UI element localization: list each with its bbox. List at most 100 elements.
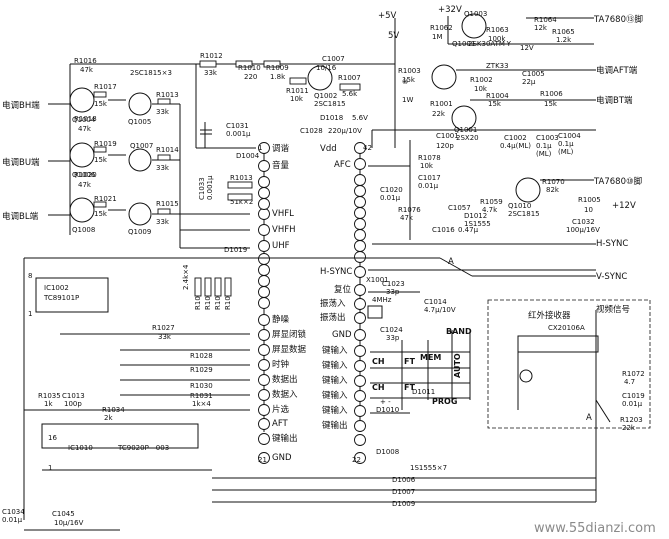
ic-left-pin-vhfl: VHFL (272, 209, 294, 219)
ic-right-pin (354, 240, 366, 252)
key-plus-minus: + - (380, 398, 391, 406)
r1035-label: R1035 (38, 392, 61, 400)
key-auto: AUTO (453, 353, 462, 378)
c1004-label: C1004 (558, 132, 581, 140)
d1010-label: D1010 (376, 406, 399, 414)
c1003-ml: (ML) (536, 150, 552, 158)
ic-right-labels: Vdd 42 AFC H-SYNC 复位 振荡入 振荡出 GND 键输入 键输入… (320, 144, 372, 464)
r1014-label: R1014 (156, 146, 179, 154)
r1013a-value: 33k (156, 108, 170, 116)
c1020-value: 0.01μ (380, 194, 401, 202)
key-mem: MEM (420, 353, 441, 362)
r1007-label: R1007 (338, 74, 361, 82)
oscillator-section: X1001 C1023 33p 4MHz C1014 4.7μ/10V C102… (366, 276, 456, 342)
ic-left-pin-2 (258, 160, 270, 172)
xtal-freq: 4MHz (372, 296, 392, 304)
ic-left-pin-14 (258, 433, 270, 445)
r1013a-label: R1013 (156, 91, 179, 99)
r1065-value: 1.2k (556, 36, 572, 44)
ic-left-pin-9 (258, 359, 270, 371)
c1024-value: 33p (386, 334, 400, 342)
c1002-value: 0.4μ(ML) (500, 142, 531, 150)
q1001b-type: 2SX20 (456, 134, 479, 142)
ic-left-pin (258, 176, 270, 188)
ic-left-pin (258, 297, 270, 309)
ic-right-pin-gnd: GND (332, 330, 352, 340)
key-ft-1: FT (404, 357, 415, 366)
r1009-value: 1.8k (270, 73, 286, 81)
supply-12v-top: 12V (520, 44, 534, 52)
r1010-value: 220 (244, 73, 257, 81)
ic-left-pin (258, 187, 270, 199)
ic-right-pin (354, 207, 366, 219)
c1045-value: 10μ/16V (54, 519, 84, 527)
c1002-label: C1002 (504, 134, 527, 142)
tuning-section: R1012 33k R1010 220 R1009 1.8k R1011 10k… (195, 11, 413, 206)
r1001-label: R1001 (430, 100, 453, 108)
ic-left-pin-8 (258, 344, 270, 356)
ic-right-pin-4 (354, 284, 366, 296)
r1012-value: 33k (204, 69, 218, 77)
node-a-top: A (448, 257, 454, 267)
ic1002-name: IC1002 (44, 284, 69, 292)
ic-right-pin-key-out: 键输出 (322, 420, 348, 431)
ic-left-pin-13 (258, 418, 270, 430)
c1019-label: C1019 (622, 392, 645, 400)
ic-right-pin-osc-in: 振荡入 (320, 298, 346, 309)
aft-terminal-label: 电调AFT端 (596, 65, 638, 76)
r1203-label: R1203 (620, 416, 643, 424)
ic-left-pin (258, 253, 270, 265)
ic-right-pin-key-in-2: 键输入 (322, 360, 348, 371)
r1062-value: 1M (432, 33, 443, 41)
c1028-value: 220μ/10V (328, 127, 362, 135)
x1001-label: X1001 (366, 276, 389, 284)
r1010-label: R1010 (238, 64, 261, 72)
io-1w: 1W (402, 96, 413, 104)
c1001-label: C1001 (436, 132, 459, 140)
ic-left-pin-1 (258, 142, 270, 154)
c1003-label: C1003 (536, 134, 559, 142)
c1045-label: C1045 (52, 510, 75, 518)
r1059-value: 4.7k (482, 206, 498, 214)
d1011-label: D1011 (412, 388, 435, 396)
r1031-value: 1k×4 (192, 400, 211, 408)
r1019-value: 15k (94, 156, 108, 164)
ta7680-10-label: TA7680⑩脚 (593, 176, 642, 187)
r1027-value: 33k (158, 333, 172, 341)
c1013-value: 100p (64, 400, 82, 408)
ic-right-pin-reset: 复位 (334, 284, 352, 295)
r1065-label: R1065 (552, 28, 575, 36)
ic-right-pin (354, 434, 366, 446)
q1005-label: Q1005 (128, 118, 151, 126)
ic-pins (258, 142, 366, 464)
r1015-value: 33k (156, 218, 170, 226)
ir-receiver-title: 红外接收器 (528, 310, 571, 321)
ic-right-pin-key-in-5: 键输入 (322, 405, 348, 416)
c1057-label: C1057 (448, 204, 471, 212)
r1023-label: R1023 (204, 287, 212, 310)
ic-left-pin-12 (258, 404, 270, 416)
hsync-terminal-label: H-SYNC (596, 239, 628, 249)
ic1002-pin1: 1 (28, 310, 32, 318)
r1014-value: 33k (156, 164, 170, 172)
r1064-value: 12k (534, 24, 548, 32)
bl-terminal-label: 电调BL端 (2, 211, 39, 222)
c1013-label: C1013 (62, 392, 85, 400)
d1009-label: D1009 (392, 500, 415, 508)
ic-left-pin-mute: 静噪 (272, 314, 290, 325)
ic-left-pin-4 (258, 224, 270, 236)
key-ch-2: CH (372, 383, 385, 392)
c1014-label: C1014 (424, 298, 447, 306)
ic-left-pin-uhf: UHF (272, 241, 290, 251)
r1003-value: 15k (402, 76, 416, 84)
ta7680-13-label: TA7680⑬脚 (593, 14, 643, 25)
ic1010-type: TC9020P—003 (117, 444, 169, 452)
r1018-value: 47k (78, 125, 92, 133)
c1031-label: C1031 (226, 122, 249, 130)
q1002-label: Q1002 (314, 92, 337, 100)
c1017-label: C1017 (418, 174, 441, 182)
ic-left-pin-chip-select: 片选 (272, 404, 290, 415)
c1019-value: 0.01μ (622, 400, 643, 408)
q1010-label: Q1010 (508, 202, 531, 210)
